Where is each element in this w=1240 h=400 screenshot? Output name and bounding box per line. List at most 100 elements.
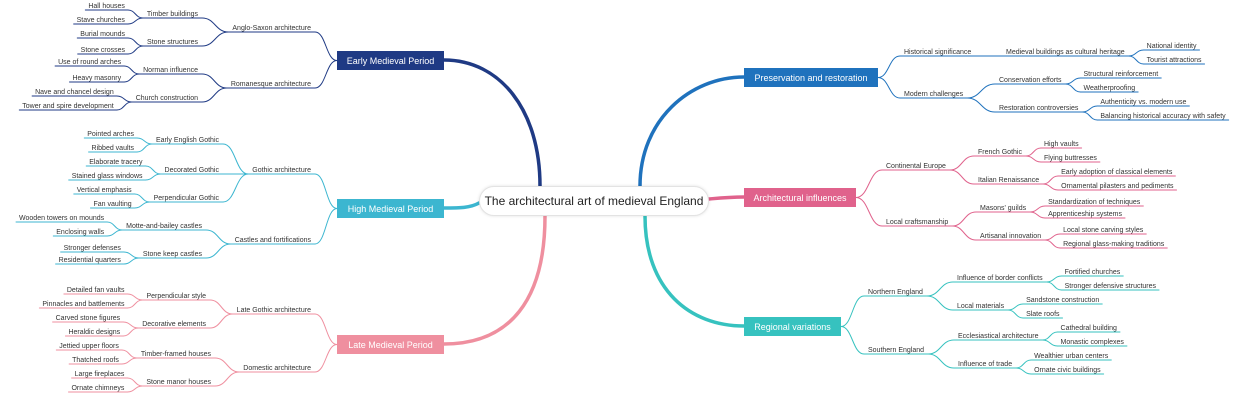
leaf-late-0-0-1[interactable]: Pinnacles and battlements: [42, 301, 125, 308]
subtopic-regional-1-0[interactable]: Ecclesiastical architecture: [958, 333, 1039, 340]
leaf-late-1-0-1[interactable]: Thatched roofs: [72, 357, 119, 364]
leaf-high-1-0-0[interactable]: Wooden towers on mounds: [19, 215, 105, 222]
subtopic-early-0-0[interactable]: Timber buildings: [146, 11, 198, 18]
leaf-connector-preservation-0-0-1: [1128, 55, 1145, 65]
subtopic-late-0-0[interactable]: Perpendicular style: [146, 293, 206, 300]
leaf-regional-1-1-0[interactable]: Wealthier urban centers: [1034, 353, 1109, 360]
subtopic-high-0-0[interactable]: Early English Gothic: [155, 137, 219, 144]
leaf-connector-high-0-1-0: [145, 165, 162, 175]
leaf-high-0-0-0[interactable]: Pointed arches: [87, 131, 134, 138]
connector-influences-0: [855, 169, 883, 198]
leaf-regional-0-0-0[interactable]: Fortified churches: [1064, 269, 1121, 276]
leaf-late-1-0-0[interactable]: Jettied upper floors: [59, 343, 119, 350]
central-topic[interactable]: The architectural art of medieval Englan…: [479, 186, 709, 216]
leaf-connector-late-1-0-1: [121, 357, 138, 365]
leaf-preservation-0-0-1[interactable]: Tourist attractions: [1146, 57, 1202, 64]
leaf-high-0-2-1[interactable]: Fan vaulting: [93, 201, 132, 208]
leaf-late-0-1-1[interactable]: Heraldic designs: [68, 329, 121, 336]
topic-regional-1[interactable]: Southern England: [868, 347, 925, 354]
subtopic-preservation-1-0[interactable]: Conservation efforts: [999, 77, 1062, 84]
subtopic-early-1-0[interactable]: Norman influence: [143, 67, 198, 74]
leaf-early-0-1-0[interactable]: Burial mounds: [80, 31, 126, 38]
leaf-preservation-0-0-0[interactable]: National identity: [1146, 43, 1197, 50]
subtopic-preservation-0-0[interactable]: Medieval buildings as cultural heritage: [1006, 49, 1125, 56]
branch-late[interactable]: Late Medieval Period: [337, 335, 444, 354]
branch-preservation[interactable]: Preservation and restoration: [744, 68, 878, 87]
leaf-early-0-0-1[interactable]: Stave churches: [76, 17, 125, 24]
leaf-early-1-1-0[interactable]: Nave and chancel design: [35, 89, 114, 96]
leaf-influences-1-0-0[interactable]: Standardization of techniques: [1048, 199, 1141, 206]
branch-high[interactable]: High Medieval Period: [337, 199, 444, 218]
connector-high-0: [314, 173, 338, 209]
leaf-regional-0-1-1[interactable]: Slate roofs: [1026, 311, 1060, 318]
leaf-early-1-0-1[interactable]: Heavy masonry: [72, 75, 122, 82]
leaf-influences-1-1-1[interactable]: Regional glass-making traditions: [1063, 241, 1165, 248]
topic-preservation-1[interactable]: Modern challenges: [904, 91, 964, 98]
subtopic-regional-0-1[interactable]: Local materials: [957, 303, 1005, 310]
topic-late-1[interactable]: Domestic architecture: [243, 365, 311, 372]
subtopic-high-0-2[interactable]: Perpendicular Gothic: [153, 195, 219, 202]
subtopic-early-0-1[interactable]: Stone structures: [147, 39, 198, 46]
leaf-influences-1-1-0[interactable]: Local stone carving styles: [1063, 227, 1144, 234]
leaf-early-1-0-0[interactable]: Use of round arches: [58, 59, 122, 66]
leaf-late-1-1-1[interactable]: Ornate chimneys: [71, 385, 125, 392]
subtopic-early-1-1[interactable]: Church construction: [135, 95, 198, 102]
connector-influences-1: [855, 197, 883, 227]
subtopic-preservation-1-1[interactable]: Restoration controversies: [999, 105, 1079, 112]
branch-early[interactable]: Early Medieval Period: [337, 51, 444, 70]
leaf-influences-0-1-1[interactable]: Ornamental pilasters and pediments: [1061, 183, 1174, 190]
leaf-regional-0-0-1[interactable]: Stronger defensive structures: [1064, 283, 1157, 290]
subtopic-high-0-1[interactable]: Decorated Gothic: [164, 167, 219, 174]
topic-late-0[interactable]: Late Gothic architecture: [236, 307, 311, 314]
leaf-high-0-2-0[interactable]: Vertical emphasis: [76, 187, 132, 194]
connector-regional-1: [840, 326, 865, 355]
subtopic-high-1-1[interactable]: Stone keep castles: [142, 251, 202, 258]
leaf-influences-1-0-1[interactable]: Apprenticeship systems: [1048, 211, 1122, 218]
branch-influences[interactable]: Architectural influences: [744, 188, 856, 207]
leaf-preservation-1-1-0[interactable]: Authenticity vs. modern use: [1100, 99, 1187, 106]
topic-early-1[interactable]: Romanesque architecture: [230, 81, 311, 88]
topic-high-0[interactable]: Gothic architecture: [252, 167, 311, 174]
topic-high-1[interactable]: Castles and fortifications: [234, 237, 311, 244]
leaf-connector-influences-0-1-0: [1042, 175, 1059, 185]
leaf-high-0-1-1[interactable]: Stained glass windows: [71, 173, 143, 180]
leaf-high-0-1-0[interactable]: Elaborate tracery: [89, 159, 143, 166]
leaf-preservation-1-0-1[interactable]: Weatherproofing: [1083, 85, 1136, 92]
topic-influences-0[interactable]: Continental Europe: [886, 163, 946, 170]
leaf-high-1-1-0[interactable]: Stronger defenses: [63, 245, 121, 252]
leaf-late-0-1-0[interactable]: Carved stone figures: [55, 315, 121, 322]
subtopic-late-1-0[interactable]: Timber-framed houses: [140, 351, 211, 358]
leaf-regional-0-1-0[interactable]: Sandstone construction: [1026, 297, 1100, 304]
sub-connector-high-1-1: [205, 243, 232, 259]
branch-regional[interactable]: Regional variations: [744, 317, 841, 336]
topic-early-0[interactable]: Anglo-Saxon architecture: [232, 25, 311, 32]
leaf-influences-0-1-0[interactable]: Early adoption of classical elements: [1061, 169, 1173, 176]
leaf-late-0-0-0[interactable]: Detailed fan vaults: [66, 287, 125, 294]
subtopic-influences-0-1[interactable]: Italian Renaissance: [978, 177, 1040, 184]
subtopic-late-0-1[interactable]: Decorative elements: [142, 321, 206, 328]
subtopic-influences-1-1[interactable]: Artisanal innovation: [980, 233, 1042, 240]
subtopic-late-1-1[interactable]: Stone manor houses: [146, 379, 211, 386]
leaf-influences-0-0-1[interactable]: Flying buttresses: [1043, 155, 1097, 162]
leaf-regional-1-1-1[interactable]: Ornate civic buildings: [1034, 367, 1101, 374]
leaf-regional-1-0-1[interactable]: Monastic complexes: [1060, 339, 1124, 346]
topic-influences-1[interactable]: Local craftsmanship: [886, 219, 949, 226]
topic-regional-0[interactable]: Northern England: [868, 289, 923, 296]
leaf-early-1-1-1[interactable]: Tower and spire development: [22, 103, 114, 110]
topic-preservation-0[interactable]: Historical significance: [904, 49, 972, 56]
leaf-late-1-1-0[interactable]: Large fireplaces: [74, 371, 125, 378]
subtopic-influences-1-0[interactable]: Masons' guilds: [980, 205, 1027, 212]
leaf-early-0-1-1[interactable]: Stone crosses: [80, 47, 126, 54]
subtopic-regional-0-0[interactable]: Influence of border conflicts: [957, 275, 1043, 282]
leaf-high-1-1-1[interactable]: Residential quarters: [58, 257, 121, 264]
leaf-preservation-1-0-0[interactable]: Structural reinforcement: [1083, 71, 1159, 78]
leaf-early-0-0-0[interactable]: Hall houses: [88, 3, 125, 10]
leaf-high-1-0-1[interactable]: Enclosing walls: [56, 229, 105, 236]
leaf-influences-0-0-0[interactable]: High vaults: [1043, 141, 1079, 148]
subtopic-regional-1-1[interactable]: Influence of trade: [958, 361, 1013, 368]
subtopic-influences-0-0[interactable]: French Gothic: [978, 149, 1022, 156]
leaf-regional-1-0-0[interactable]: Cathedral building: [1060, 325, 1117, 332]
leaf-high-0-0-1[interactable]: Ribbed vaults: [91, 145, 134, 152]
subtopic-high-1-0[interactable]: Motte-and-bailey castles: [126, 223, 202, 230]
leaf-preservation-1-1-1[interactable]: Balancing historical accuracy with safet…: [1100, 113, 1226, 120]
